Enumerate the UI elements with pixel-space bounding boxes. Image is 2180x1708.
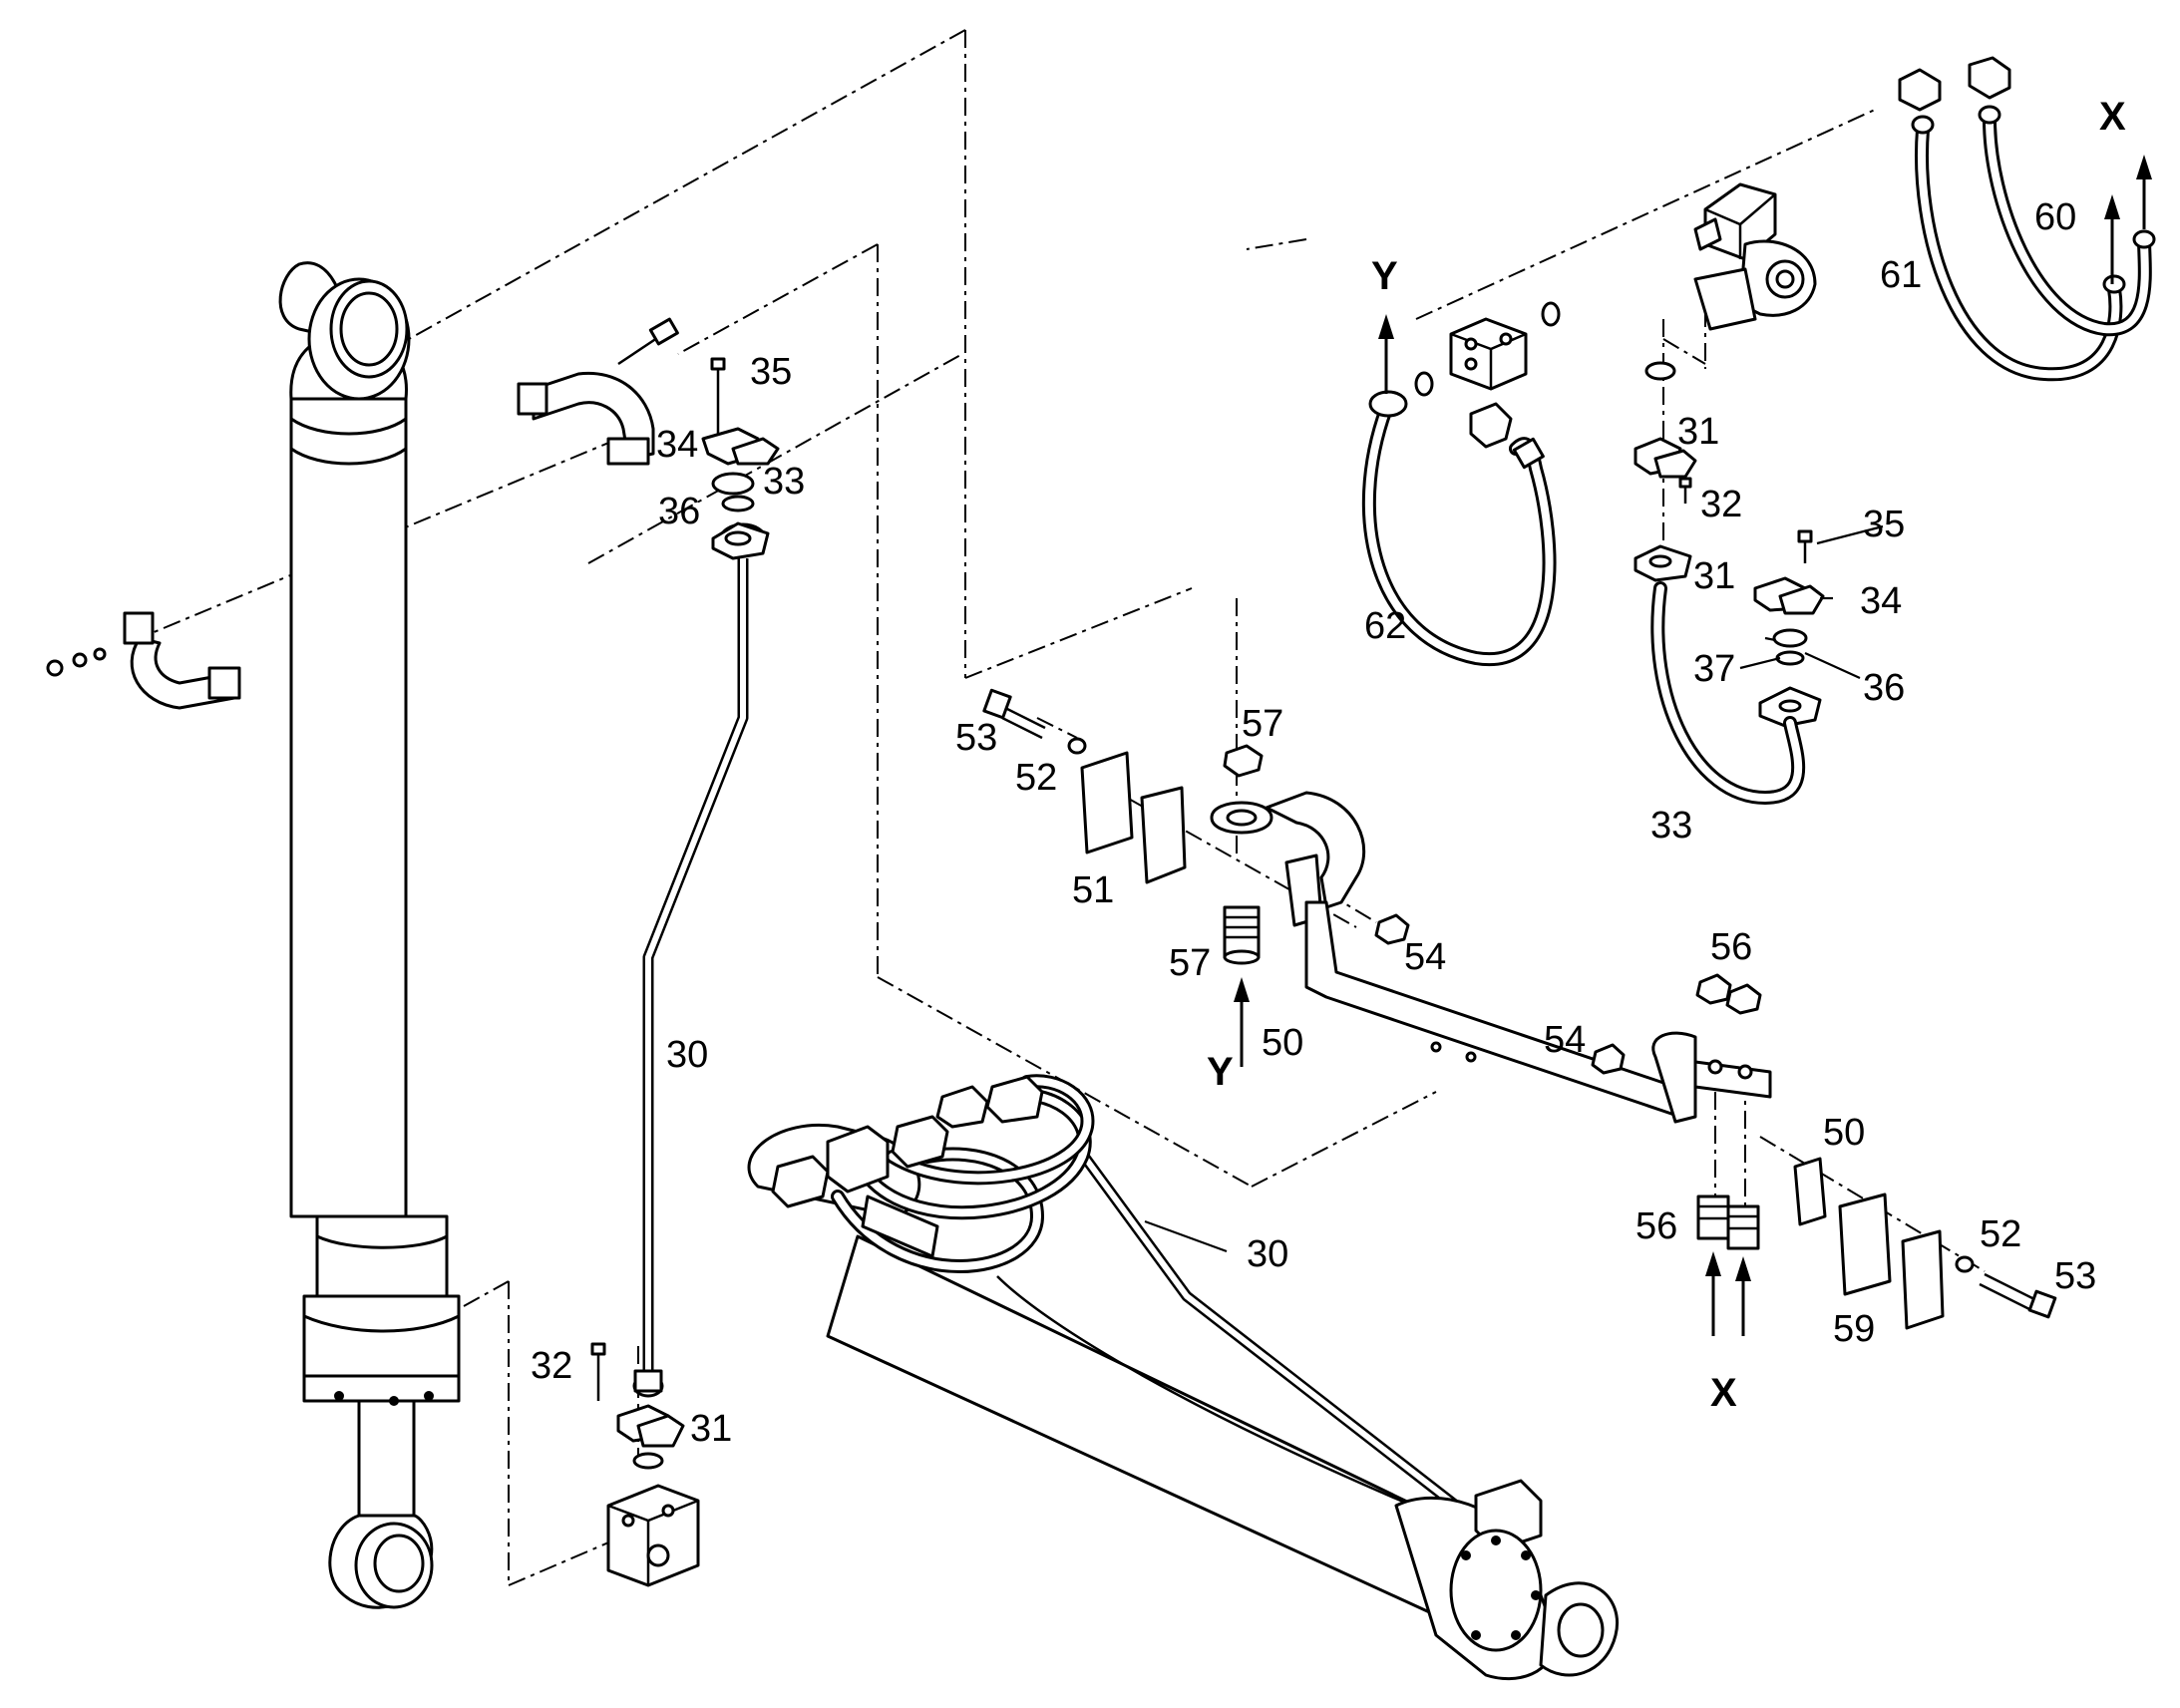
hose-60 xyxy=(1978,105,2156,337)
callout-57-bottom: 57 xyxy=(1169,942,1211,984)
callout-53-right: 53 xyxy=(2054,1255,2096,1297)
tube-30-left xyxy=(632,522,767,1398)
callout-31-upper: 31 xyxy=(1677,411,1719,453)
callout-32-bottom: 32 xyxy=(531,1345,572,1387)
callout-30-right: 30 xyxy=(1247,1233,1288,1275)
callout-37: 37 xyxy=(1693,648,1735,690)
callout-33-left: 33 xyxy=(763,461,805,503)
rail-bar xyxy=(1265,791,1772,1124)
callout-60: 60 xyxy=(2034,196,2076,238)
bracket-50-right xyxy=(1793,1157,1827,1226)
bracket-59 xyxy=(1838,1193,1945,1330)
left-clamp-lower xyxy=(46,611,241,710)
callout-51: 51 xyxy=(1072,869,1114,911)
nuts-56-top xyxy=(1695,973,1762,1015)
mark-y-bottom: Y xyxy=(1207,1050,1234,1094)
callout-52-right: 52 xyxy=(1980,1213,2021,1255)
callout-54-right: 54 xyxy=(1544,1019,1586,1061)
callout-36-left: 36 xyxy=(658,491,700,532)
mark-y-top: Y xyxy=(1371,254,1398,298)
flange-set-left-top xyxy=(701,357,780,560)
studs-56-bottom xyxy=(1696,1195,1760,1250)
y-arrow-bottom xyxy=(1234,977,1250,1067)
valve-block-upper xyxy=(1414,301,1561,449)
bolt-53-right xyxy=(1955,1255,2057,1319)
x-arrows-bottom xyxy=(1705,1251,1751,1336)
callout-50-left: 50 xyxy=(1262,1022,1303,1064)
bolt-53-left xyxy=(982,688,1087,755)
callout-54-left: 54 xyxy=(1404,936,1446,978)
valve-assembly-right xyxy=(1644,182,1817,381)
callout-31-bottom: 31 xyxy=(690,1408,732,1450)
connection-marks: X X Y Y xyxy=(1207,95,2126,1415)
nuts-54 xyxy=(1374,913,1626,1075)
callout-61: 61 xyxy=(1880,254,1922,296)
left-hydraulic-cylinder xyxy=(278,261,461,1609)
x-arrows-top xyxy=(2104,155,2152,284)
y-arrow-top xyxy=(1378,314,1394,394)
callout-59: 59 xyxy=(1833,1308,1875,1350)
callout-52-left: 52 xyxy=(1015,757,1057,799)
flange-set-right xyxy=(1634,437,1825,728)
callout-30-left: 30 xyxy=(666,1034,708,1076)
callout-32-upper: 32 xyxy=(1700,484,1742,525)
callout-34-right: 34 xyxy=(1860,580,1902,622)
mark-x-top: X xyxy=(2099,95,2126,139)
nut-washer-57 xyxy=(1210,744,1273,965)
callout-53-left: 53 xyxy=(955,717,997,759)
hose-fittings-top xyxy=(1898,56,2011,112)
callout-57-top: 57 xyxy=(1242,703,1283,745)
callout-33-right: 33 xyxy=(1650,805,1692,847)
callout-labels: 30 30 31 31 31 32 32 33 33 34 34 35 35 3… xyxy=(531,196,2096,1450)
callout-35-left: 35 xyxy=(750,351,792,393)
callout-62: 62 xyxy=(1364,605,1406,647)
callout-31-mid: 31 xyxy=(1693,555,1735,597)
left-clamp-upper xyxy=(517,317,679,466)
callout-35-right: 35 xyxy=(1863,504,1905,545)
bracket-51 xyxy=(1080,751,1187,884)
callout-36-right: 36 xyxy=(1863,667,1905,709)
callout-56-bottom: 56 xyxy=(1635,1205,1677,1247)
leader-lines xyxy=(1144,524,1884,1253)
hose-33-right xyxy=(1650,581,1806,806)
hose-62 xyxy=(1361,390,1557,667)
callout-34-left: 34 xyxy=(656,424,698,466)
flange-set-left-bottom xyxy=(590,1342,700,1587)
callout-56-top: 56 xyxy=(1710,926,1752,968)
callout-50-right: 50 xyxy=(1823,1112,1865,1154)
boom-cylinder-assembly xyxy=(747,1074,1619,1681)
mark-x-bottom: X xyxy=(1710,1371,1737,1415)
